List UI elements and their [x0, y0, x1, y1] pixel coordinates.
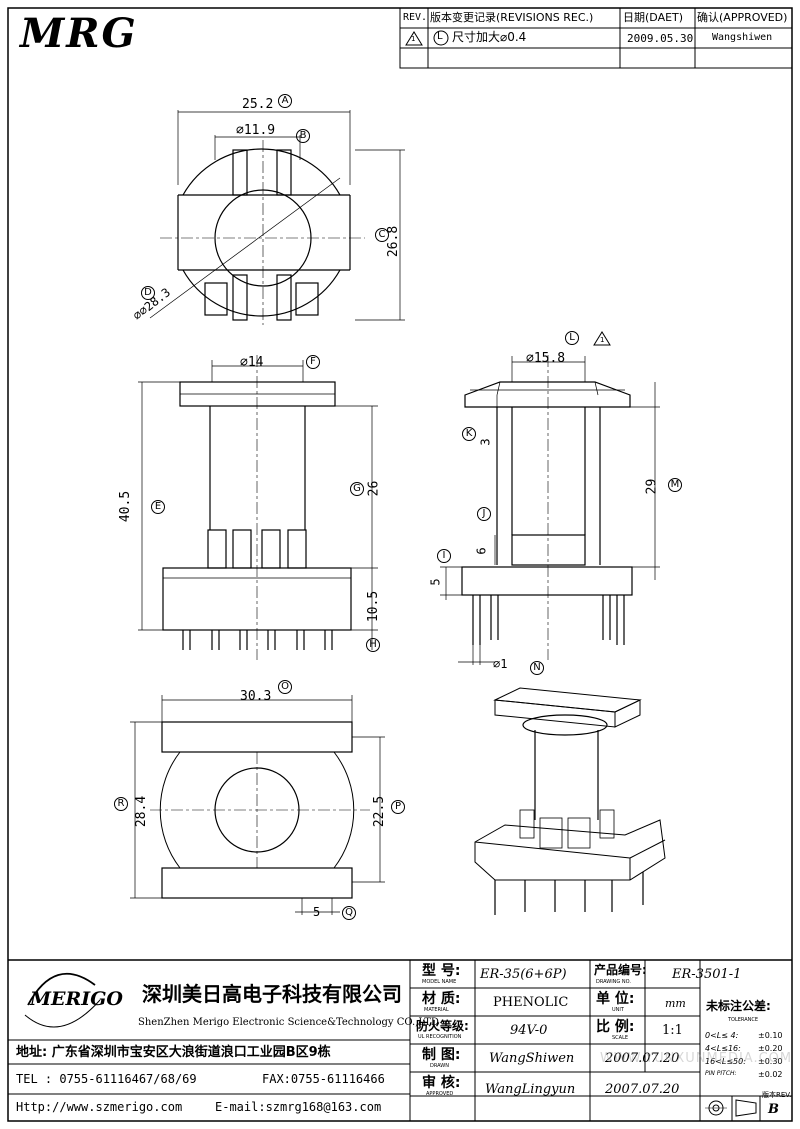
unit-label-cn: 单 位:: [596, 991, 635, 1007]
drawn-label-cn: 制 图:: [422, 1047, 461, 1063]
tolerance-range-4: PIN PITCH:: [705, 1070, 737, 1077]
dim-n-tag: N: [530, 661, 544, 675]
dim-c-value: 26.8: [386, 225, 402, 258]
dim-p-value: 22.5: [372, 795, 388, 828]
tolerance-range-3: 16<L≤50:: [705, 1057, 746, 1066]
scale-label-cn: 比 例:: [596, 1019, 635, 1035]
tolerance-title: 未标注公差:: [706, 999, 771, 1013]
dim-k-value: 3: [478, 438, 493, 446]
dim-h-tag: H: [366, 638, 380, 652]
dim-r-tag: R: [114, 797, 128, 811]
dim-e-tag: E: [151, 500, 165, 514]
approved-label-en: APPROVED: [426, 1091, 454, 1097]
dim-a-value: 25.2: [242, 97, 274, 112]
dim-r-value: 28.4: [134, 795, 150, 828]
dim-g-value: 26: [366, 480, 382, 497]
dim-i-value: 5: [428, 578, 443, 586]
dim-f-value: ⌀14: [240, 355, 264, 370]
dim-h-value: 10.5: [366, 590, 382, 623]
dim-l-value: ⌀15.8: [526, 351, 566, 366]
dim-e-value: 40.5: [118, 490, 134, 523]
rev-header-approved: 确认(APPROVED): [697, 11, 788, 24]
company-tel: TEL : 0755-61116467/68/69: [16, 1072, 197, 1086]
tolerance-range-2: 4<L≤16:: [705, 1044, 741, 1053]
approved-label-cn: 审 核:: [422, 1075, 461, 1091]
tolerance-value-1: ±0.10: [758, 1031, 783, 1040]
dim-m-tag: M: [668, 478, 682, 492]
dim-j-value: 6: [474, 547, 489, 555]
model-value: ER-35(6+6P): [480, 967, 567, 982]
scale-label-en: SCALE: [612, 1035, 629, 1041]
dim-a-tag: A: [278, 94, 292, 108]
dim-d-tag: D: [141, 286, 155, 300]
dim-l-tag: L: [565, 331, 579, 345]
drawn-by: WangShiwen: [489, 1051, 575, 1066]
tolerance-subtitle: TOLERANCE: [728, 1017, 759, 1023]
dim-l-rev-mark: 1: [600, 336, 605, 344]
company-name-cn: 深圳美日高电子科技有限公司: [142, 982, 402, 1006]
dim-m-value: 29: [644, 478, 660, 495]
dim-j-tag: J: [477, 507, 491, 521]
company-website: Http://www.szmerigo.com: [16, 1100, 183, 1114]
rev-change-text: 尺寸加大⌀0.4: [452, 30, 527, 44]
company-address: 地址: 广东省深圳市宝安区大浪街道浪口工业园B区9栋: [16, 1045, 331, 1060]
dim-c-tag: C: [375, 228, 389, 242]
model-label-en: MODEL NAME: [422, 979, 457, 985]
dim-o-value: 30.3: [240, 689, 272, 704]
watermark: WWW.YUNXUNMEDIA.COM: [600, 1051, 793, 1066]
rev-mark-letter: L: [437, 31, 443, 42]
dim-q-value: 5: [313, 905, 321, 919]
company-fax: FAX:0755-61116466: [262, 1072, 385, 1086]
dim-o-tag: O: [278, 680, 292, 694]
dim-f-tag: F: [306, 355, 320, 369]
scale-value: 1:1: [662, 1023, 683, 1038]
pin-diameter-value: ⌀1: [493, 657, 508, 671]
rev-header-rev: REV.: [403, 12, 428, 23]
version-label: 版本REV.: [762, 1091, 792, 1099]
dim-p-tag: P: [391, 800, 405, 814]
rev-symbol: 1: [411, 35, 416, 43]
tolerance-value-2: ±0.20: [758, 1044, 783, 1053]
company-email: E-mail:szmrg168@163.com: [215, 1100, 382, 1114]
material-label-cn: 材 质:: [422, 991, 461, 1007]
tolerance-value-4: ±0.02: [758, 1070, 783, 1079]
drawing-label-en: DRAWING NO.: [596, 979, 631, 985]
company-logo: MERIGO: [30, 988, 123, 1010]
model-label-cn: 型 号:: [422, 963, 461, 979]
rev-header-date: 日期(DAET): [623, 11, 684, 24]
tolerance-range-1: 0<L≤ 4:: [705, 1031, 739, 1040]
top-logo: MRG: [20, 10, 138, 57]
approved-date: 2007.07.20: [605, 1082, 680, 1097]
drawn-date: 2007.07.20: [605, 1051, 680, 1066]
dim-q-tag: Q: [342, 906, 356, 920]
material-label-en: MATERIAL: [424, 1007, 449, 1013]
unit-label-en: UNIT: [612, 1007, 624, 1013]
drawn-label-en: DRAWN: [430, 1063, 449, 1069]
rev-header-records: 版本变更记录(REVISIONS REC.): [430, 11, 594, 24]
dim-b-tag: B: [296, 129, 310, 143]
dim-b-value: ⌀11.9: [236, 123, 276, 138]
ul-value: 94V-0: [510, 1023, 548, 1038]
rev-date: 2009.05.30: [627, 32, 694, 45]
company-name-en: ShenZhen Merigo Electronic Science&Techn…: [138, 1017, 439, 1028]
approved-by: WangLingyun: [485, 1082, 576, 1097]
ul-label-cn: 防火等级:: [416, 1019, 469, 1033]
ul-label-en: UL RECOGNITION: [418, 1034, 462, 1040]
material-value: PHENOLIC: [493, 995, 569, 1010]
rev-approved-name: Wangshiwen: [712, 32, 773, 43]
dim-g-tag: G: [350, 482, 364, 496]
drawing-label-cn: 产品编号:: [594, 963, 647, 977]
drawing-value: ER-3501-1: [672, 967, 742, 982]
unit-value: mm: [665, 997, 686, 1010]
dim-i-tag: I: [437, 549, 451, 563]
version-value: B: [768, 1102, 779, 1117]
dim-k-tag: K: [462, 427, 476, 441]
tolerance-value-3: ±0.30: [758, 1057, 783, 1066]
